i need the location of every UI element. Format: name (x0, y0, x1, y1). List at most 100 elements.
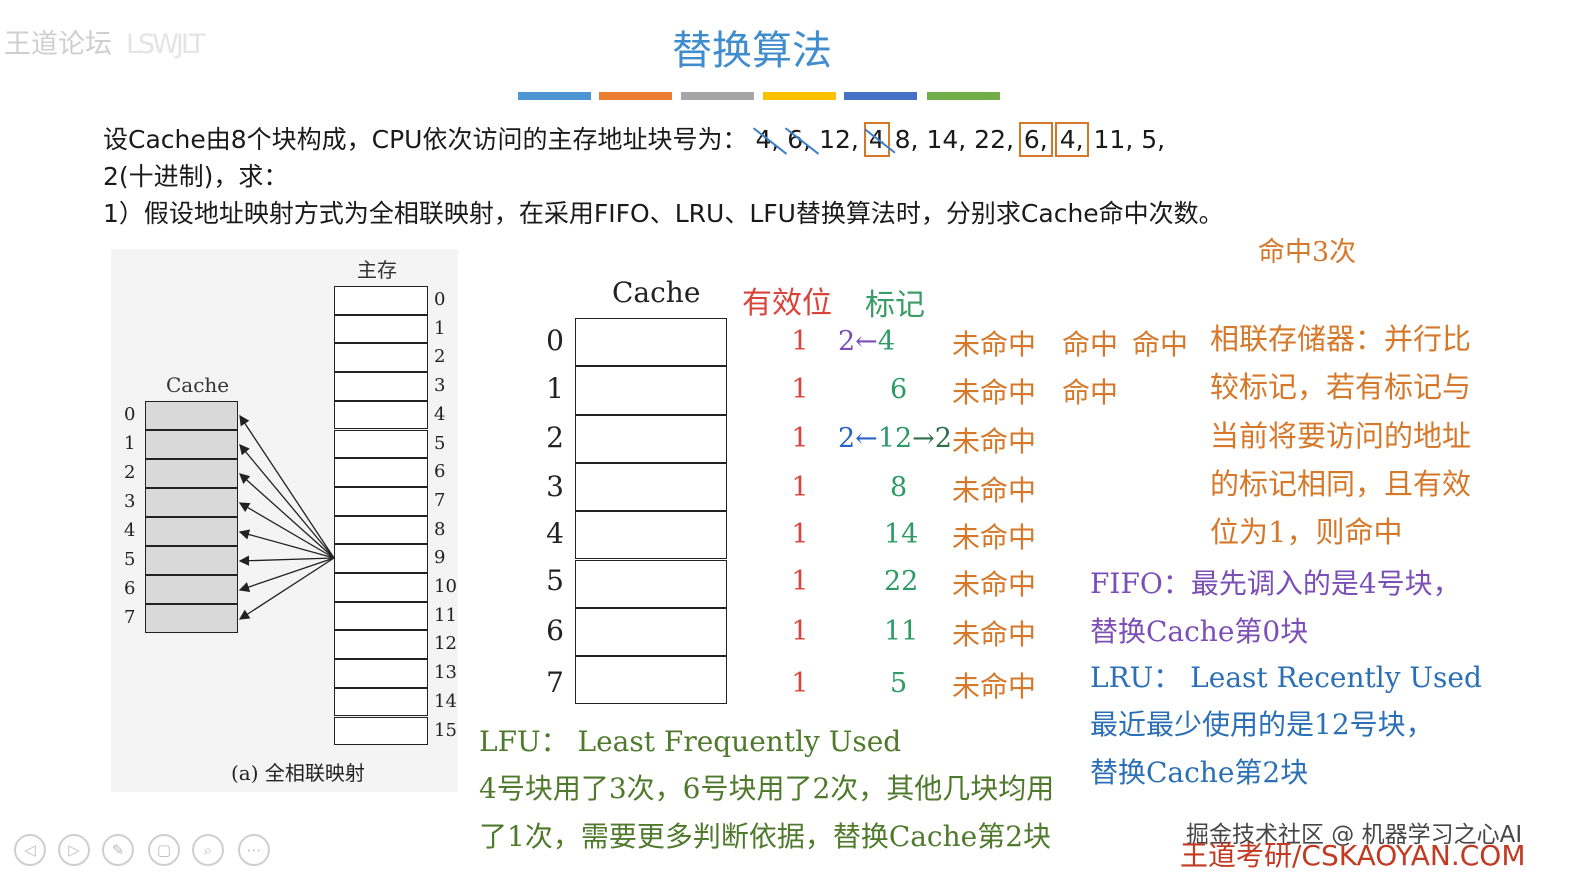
tag-header: 标记 (865, 288, 925, 323)
memory-block (334, 429, 428, 459)
cache-line-index: 2 (546, 421, 564, 454)
tag-number: 11 (884, 616, 919, 647)
fifo-note-line-2: 替换Cache第0块 (1090, 615, 1309, 648)
hit-count-annotation: 命中3次 (1258, 237, 1357, 268)
tag-value: 14 (884, 519, 918, 550)
more-icon[interactable]: ⋯ (238, 834, 270, 866)
cache-block (145, 488, 238, 517)
cache-line (575, 414, 727, 463)
memory-block-number: 6 (434, 461, 446, 483)
color-bar-segment (927, 92, 1000, 100)
cache-block-number: 3 (124, 491, 136, 512)
access-sequence-item: 8, (894, 125, 919, 154)
memory-block-number: 7 (434, 489, 446, 511)
lru-note-line-2: 最近最少使用的是12号块， (1090, 708, 1434, 741)
cache-line (575, 656, 727, 705)
valid-bit-value: 1 (791, 423, 809, 454)
lfu-note-line-1: LFU： Least Frequently Used (479, 725, 902, 758)
tag-number: 22 (884, 566, 919, 597)
color-bar-segment (518, 92, 591, 100)
memory-block (334, 687, 428, 717)
tag-value: 2←4 (838, 326, 895, 357)
memory-block (334, 458, 428, 487)
cache-line-index: 0 (546, 324, 564, 357)
cache-block (145, 517, 238, 546)
access-sequence-item: 6, (1018, 122, 1053, 157)
memory-block-number: 0 (434, 289, 446, 310)
memory-block-number: 14 (434, 690, 457, 712)
access-result: 未命中 (952, 521, 1037, 554)
memory-block-number: 1 (434, 317, 446, 339)
mapping-arrow (238, 555, 335, 566)
access-sequence-item: 4 (863, 122, 890, 157)
lru-note-line-1: LRU： Least Recently Used (1090, 661, 1482, 694)
tag-number: 6 (890, 374, 908, 405)
cache-block-number: 7 (124, 607, 136, 628)
cache-line (575, 511, 727, 560)
memory-block (334, 573, 428, 602)
mapping-arrow (239, 444, 335, 559)
memory-block (334, 314, 428, 344)
memory-block (334, 544, 428, 573)
tag-value: 22 (884, 566, 918, 597)
cache-line-index: 4 (546, 517, 564, 550)
memory-block (334, 372, 428, 401)
mapping-arrow (239, 473, 335, 559)
tag-value: 2←12→2 (838, 423, 952, 454)
memory-block (334, 486, 428, 516)
tag-number: 14 (884, 519, 919, 550)
cache-line (575, 559, 727, 608)
zoom-icon[interactable]: ⌕ (192, 834, 224, 866)
cache-block (145, 604, 238, 633)
memory-block-number: 12 (434, 633, 457, 655)
access-result: 未命中 (952, 670, 1037, 703)
color-bar-segment (763, 92, 836, 100)
pen-icon[interactable]: ✎ (102, 834, 134, 866)
cache-line (575, 607, 727, 657)
valid-bit-value: 1 (791, 616, 809, 647)
associative-memory-note-line: 的标记相同，且有效 (1210, 467, 1472, 501)
cache-block (145, 546, 238, 575)
color-bar-segment (844, 92, 917, 100)
page-icon[interactable]: ▢ (148, 834, 180, 866)
tag-number: 5 (890, 668, 908, 699)
lru-note-line-3: 替换Cache第2块 (1090, 756, 1309, 789)
access-hit: 命中 (1062, 328, 1119, 361)
access-hit: 命中 (1062, 376, 1119, 409)
forum-watermark-ghost: LSWJLT (126, 29, 206, 60)
play-icon[interactable]: ▷ (58, 834, 90, 866)
memory-block-number: 2 (434, 346, 446, 368)
memory-block-number: 15 (434, 719, 457, 741)
cache-block-number: 1 (124, 433, 136, 454)
access-result: 未命中 (952, 474, 1037, 507)
mapping-arrow (238, 502, 335, 559)
cache-line-index: 1 (546, 372, 564, 405)
mapping-arrows (238, 414, 335, 620)
associative-memory-note-line: 较标记，若有标记与 (1210, 370, 1472, 404)
mapping-arrow (239, 414, 335, 559)
cache-block-number: 5 (124, 549, 136, 570)
valid-bit-value: 1 (791, 472, 809, 503)
cache-block-number: 0 (124, 404, 136, 425)
access-sequence-item: 14, (926, 125, 967, 154)
color-bar-segment (681, 92, 754, 100)
access-result: 未命中 (952, 618, 1037, 651)
cache-block (145, 430, 238, 459)
cache-line (575, 318, 727, 367)
valid-bit-value: 1 (791, 519, 809, 550)
tag-value: 8 (890, 472, 907, 503)
memory-block (334, 286, 428, 315)
memory-block-number: 11 (434, 604, 457, 626)
slide-title: 替换算法 (672, 28, 832, 74)
memory-block-number: 5 (434, 432, 446, 454)
cache-line-index: 3 (546, 470, 564, 503)
prev-icon[interactable]: ◁ (14, 834, 46, 866)
memory-block (334, 515, 428, 545)
cache-line (575, 462, 727, 512)
valid-bit-value: 1 (791, 566, 809, 597)
cache-line-index: 7 (546, 666, 564, 699)
cache-block-number: 2 (124, 462, 136, 483)
associative-memory-note-line: 位为1，则命中 (1210, 515, 1403, 549)
memory-block-number: 8 (434, 518, 446, 540)
